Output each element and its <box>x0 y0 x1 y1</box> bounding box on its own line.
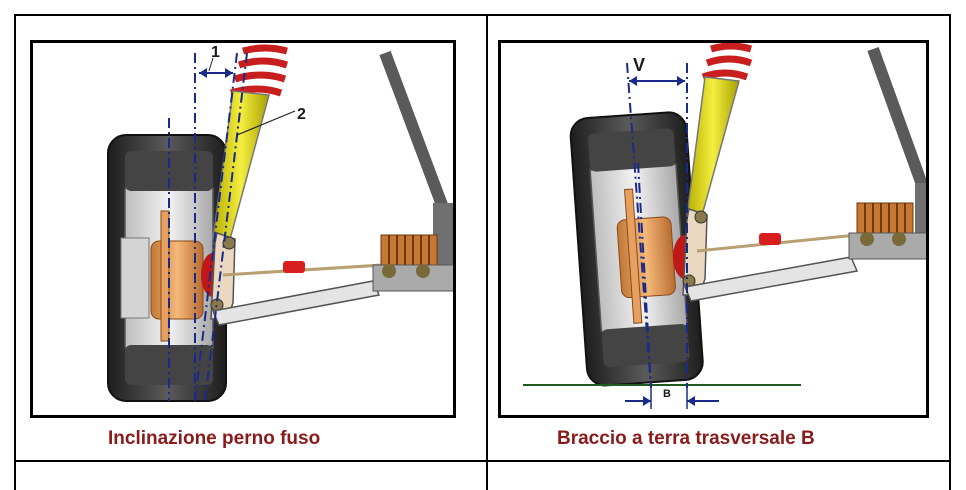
brake-disc <box>160 210 170 342</box>
lower-arm <box>211 280 381 326</box>
tie-rod-end <box>759 233 781 245</box>
label-v: V <box>633 55 645 75</box>
coil-spring <box>701 43 753 81</box>
upper-rod <box>867 46 926 196</box>
label-2-leader <box>236 110 296 136</box>
left-caption: Inclinazione perno fuso <box>108 428 321 449</box>
strut <box>686 76 740 220</box>
table-row-divider <box>14 460 951 462</box>
right-suspension-drawing: V B <box>523 43 926 409</box>
label-b: B <box>663 388 671 400</box>
table-border <box>14 14 951 490</box>
axis-lines <box>168 52 248 402</box>
tie-rod-end <box>283 261 305 273</box>
rod-mount <box>433 203 453 273</box>
label-1: 1 <box>211 44 220 61</box>
steering-bellows <box>848 202 926 260</box>
axis-lines <box>626 62 688 389</box>
steering-bellows <box>372 234 453 292</box>
lower-arm <box>683 256 859 302</box>
right-caption: Braccio a terra trasversale B <box>557 428 815 449</box>
upper-rod <box>379 50 451 216</box>
scrub-radius-figure: V B <box>498 40 929 418</box>
wheel <box>107 134 227 402</box>
left-suspension-drawing: 1 2 <box>107 44 453 402</box>
coil-spring <box>229 44 289 97</box>
table-column-divider <box>486 14 488 490</box>
wheel <box>569 111 704 387</box>
label-2: 2 <box>297 106 306 123</box>
kingpin-inclination-figure: 1 2 <box>30 40 456 418</box>
